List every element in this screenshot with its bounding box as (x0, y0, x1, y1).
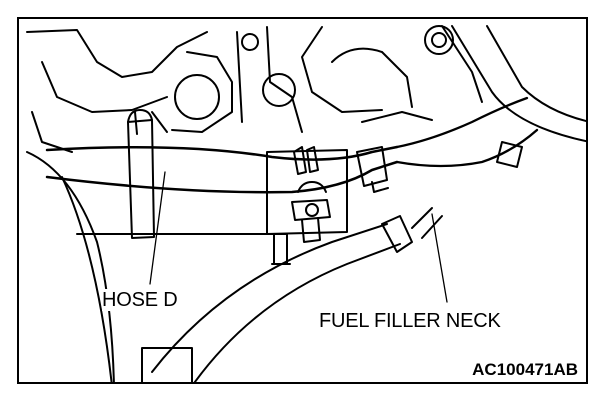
engine-bay-illustration (26, 25, 586, 382)
engine-block-outline (26, 25, 483, 153)
figure-id: AC100471AB (470, 360, 580, 380)
right-tube (451, 25, 586, 168)
frame-member (26, 151, 288, 382)
filler-neck-pipe (395, 96, 539, 168)
round-bosses (174, 25, 454, 120)
filler-neck-lower (151, 207, 443, 382)
fuel-filler-neck-label: FUEL FILLER NECK (319, 310, 501, 332)
hose-clamp (293, 146, 389, 193)
hose-d (45, 145, 399, 194)
hose-strap (127, 109, 155, 239)
bolt-fitting (291, 181, 331, 243)
leader-lines (149, 171, 448, 303)
hose-d-label: HOSE D (102, 289, 178, 311)
diagram-frame: HOSE D FUEL FILLER NECK AC100471AB (17, 17, 588, 384)
